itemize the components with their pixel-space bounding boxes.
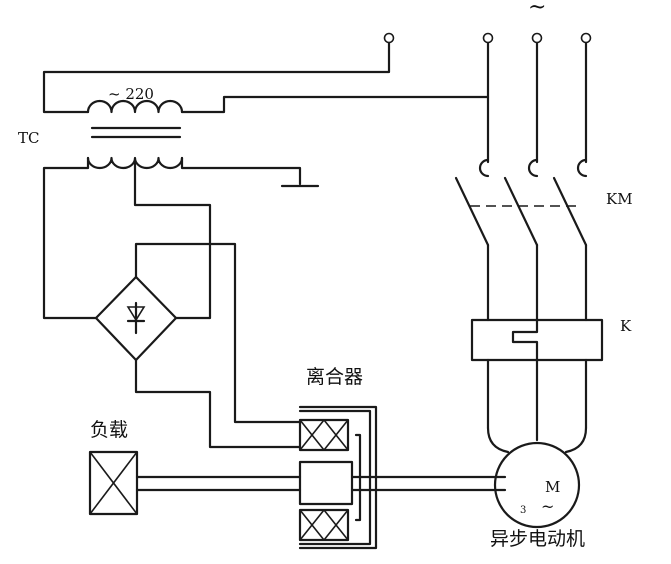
transformer-tc-label: TC — [18, 129, 39, 147]
supply-ac-symbol: ~ — [528, 0, 546, 20]
load-label: 负载 — [90, 419, 128, 441]
contactor-km-label: KM — [606, 190, 633, 208]
supply-terminals — [383, 32, 592, 44]
motor-phase-number: 3 — [520, 505, 526, 516]
terminal-phase-2 — [531, 32, 543, 44]
relay-k — [470, 243, 604, 454]
motor — [493, 441, 581, 529]
clutch-label: 离合器 — [306, 366, 363, 388]
terminal-phase-3 — [580, 32, 592, 44]
load — [88, 450, 139, 516]
terminal-phase-1 — [482, 32, 494, 44]
motor-phase-symbol: ~ — [541, 497, 554, 516]
clutch — [298, 405, 378, 550]
transformer-voltage-label: ~ 220 — [108, 85, 154, 103]
motor-letter: M — [545, 478, 560, 496]
drive-shaft — [135, 475, 507, 492]
bridge-rectifier — [94, 242, 302, 449]
terminal-single-phase — [383, 32, 395, 44]
relay-k-label: K — [620, 317, 632, 335]
motor-label: 异步电动机 — [490, 528, 585, 550]
contactor-km — [454, 41, 588, 247]
transformer-tc — [42, 41, 490, 320]
